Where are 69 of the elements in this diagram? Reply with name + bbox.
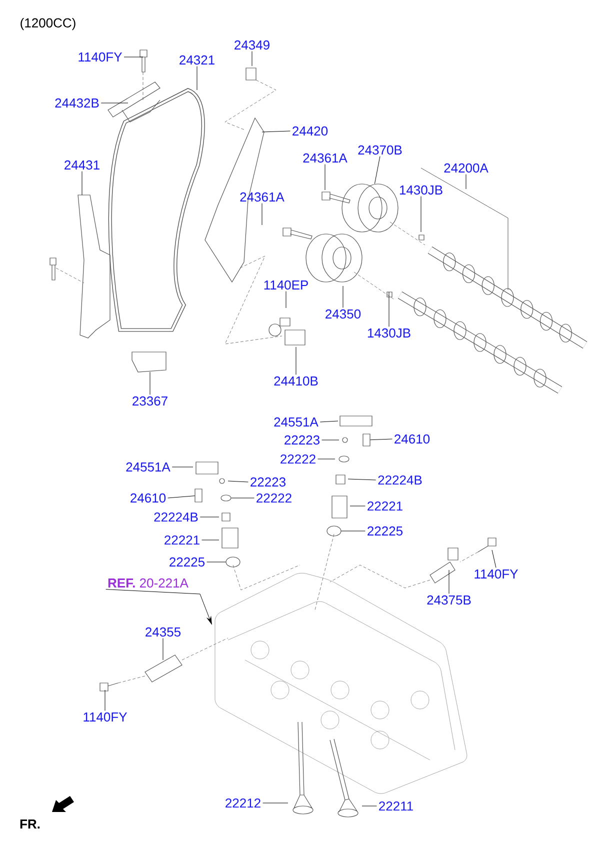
part-number: 22221 <box>164 535 200 545</box>
part-number: 24361A <box>240 192 284 202</box>
part-number: 24551A <box>274 417 318 427</box>
part-number: 24370B <box>358 145 402 155</box>
leader-line <box>340 530 366 532</box>
part-number: 22211 <box>379 801 413 811</box>
part-number: 24432B <box>55 98 99 108</box>
leader-line <box>200 516 220 518</box>
part-number: 24610 <box>394 434 430 444</box>
part-number: 24551A <box>126 462 170 472</box>
part-number: 24610 <box>130 493 166 503</box>
leader-line <box>228 480 248 482</box>
leader-line <box>320 420 338 422</box>
part-number: 24420 <box>292 126 328 136</box>
part-number: 22221 <box>368 501 402 511</box>
lash-adjuster-drawing <box>194 488 202 502</box>
part-number: 22225 <box>170 557 205 567</box>
part-number: 22225 <box>368 526 403 536</box>
leader-line <box>492 550 496 568</box>
part-number: 24375B <box>427 595 471 605</box>
part-number: 24361A <box>303 153 348 163</box>
leader-line <box>342 286 344 308</box>
leader-line <box>100 102 128 104</box>
washer-drawing <box>326 526 342 536</box>
leader-line <box>324 164 326 190</box>
part-number: 1140EP <box>264 280 308 290</box>
leader-line <box>124 56 144 58</box>
part-number: REF. 20-221A <box>108 578 188 588</box>
leader-line <box>420 196 422 232</box>
part-number: 24355 <box>146 627 181 637</box>
leader-arrow <box>106 589 212 624</box>
retainer-drawing <box>220 494 232 502</box>
leader-line <box>104 690 106 711</box>
washer-drawing <box>226 556 240 568</box>
leader-line <box>374 156 380 184</box>
part-number: 1430JB <box>400 185 442 195</box>
part-number: 1140FY <box>474 569 518 579</box>
leader-line <box>448 570 450 594</box>
part-number: 24410B <box>274 376 318 386</box>
part-number: 22224B <box>154 512 198 522</box>
leader-line <box>370 438 392 440</box>
part-number: 22223 <box>250 477 286 487</box>
part-number: 24200A <box>444 163 488 173</box>
lash-adjuster-drawing <box>362 434 370 446</box>
sprocket-drawing <box>342 184 398 232</box>
leader-line <box>162 638 164 660</box>
leader-line <box>348 478 376 480</box>
part-number: 22212 <box>226 798 260 808</box>
part-number: 1430JB <box>368 328 410 338</box>
part-number: 1140FY <box>84 712 127 722</box>
part-number: 22222 <box>256 493 292 503</box>
part-number: 22224B <box>378 475 422 485</box>
part-number: 24349 <box>234 40 270 50</box>
part-number: 1140FY <box>78 52 122 62</box>
part-number: 24321 <box>180 55 214 65</box>
leader-line <box>388 292 390 327</box>
part-number: 23367 <box>132 396 168 406</box>
part-number: 22223 <box>284 435 320 445</box>
label: (1200CC) <box>20 18 76 30</box>
leader-line <box>262 802 288 804</box>
leader-line <box>196 66 198 90</box>
label: FR. <box>20 820 40 828</box>
part-number: 24431 <box>64 160 100 170</box>
part-number: 24350 <box>326 309 361 319</box>
leader-line <box>172 466 194 468</box>
part-number: 22222 <box>280 454 316 464</box>
leader-line <box>262 130 290 132</box>
leader-line <box>168 496 196 498</box>
leader-line <box>318 458 336 460</box>
